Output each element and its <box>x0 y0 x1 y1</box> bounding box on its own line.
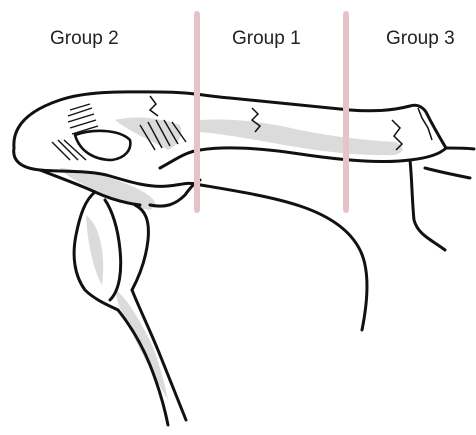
group-1-label: Group 1 <box>232 28 301 50</box>
bone-outlines <box>14 92 474 425</box>
group-3-label: Group 3 <box>386 28 455 50</box>
group-2-label: Group 2 <box>50 28 119 50</box>
